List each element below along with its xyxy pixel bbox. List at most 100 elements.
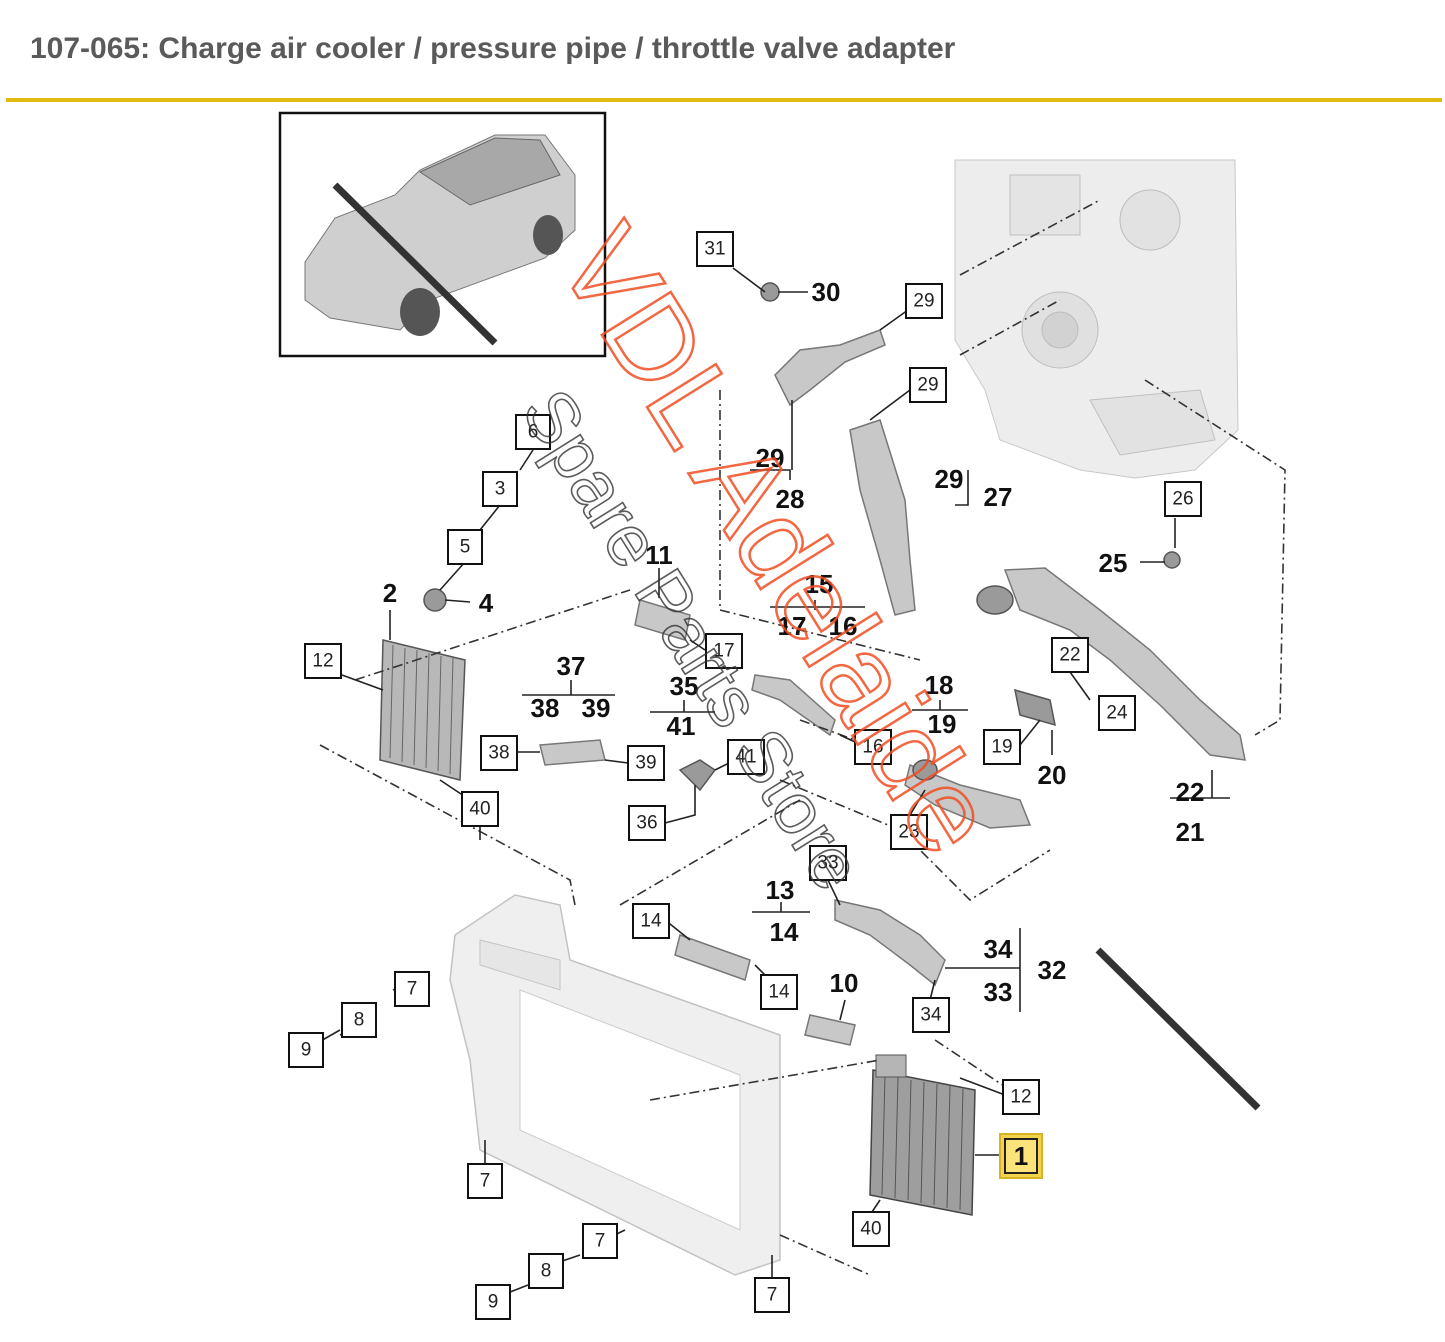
svg-text:7: 7	[767, 1285, 778, 1306]
svg-text:36: 36	[636, 813, 657, 834]
svg-text:41: 41	[667, 711, 696, 741]
svg-text:41: 41	[735, 747, 756, 768]
svg-text:30: 30	[812, 277, 841, 307]
callout-box: 7	[754, 1277, 790, 1313]
svg-text:33: 33	[984, 977, 1013, 1007]
svg-text:11: 11	[645, 540, 673, 570]
svg-text:1: 1	[1014, 1141, 1028, 1171]
callout-box-highlighted: 1	[999, 1133, 1043, 1179]
callout-box: 14	[760, 974, 798, 1010]
charge-air-cooler-upper	[379, 639, 466, 781]
engine-block-illustration	[954, 159, 1239, 479]
callout-box: 19	[983, 729, 1021, 765]
svg-text:25: 25	[1099, 548, 1128, 578]
svg-text:19: 19	[928, 709, 957, 739]
svg-text:32: 32	[1038, 955, 1067, 985]
callout-box: 6	[515, 414, 551, 450]
callout-box: 17	[705, 633, 743, 669]
svg-text:12: 12	[312, 651, 333, 672]
svg-text:10: 10	[830, 968, 859, 998]
svg-text:12: 12	[1010, 1087, 1031, 1108]
svg-text:19: 19	[991, 737, 1012, 758]
svg-text:4: 4	[479, 588, 494, 618]
svg-text:17: 17	[778, 611, 807, 641]
boxed-callouts: 31 29 29 6 3 5 12 17 38 39 41 36 40 14 1…	[288, 231, 1202, 1320]
svg-text:15: 15	[805, 569, 834, 599]
callout-box: 5	[447, 529, 483, 565]
callout-box: 3	[482, 471, 518, 507]
front-carrier-illustration	[449, 894, 781, 1276]
svg-text:26: 26	[1172, 489, 1193, 510]
svg-text:18: 18	[925, 670, 954, 700]
svg-text:38: 38	[531, 693, 560, 723]
callout-box: 40	[461, 791, 499, 827]
title-underline	[6, 98, 1442, 102]
svg-text:34: 34	[984, 934, 1013, 964]
svg-text:34: 34	[920, 1005, 942, 1026]
callout-box: 23	[890, 814, 928, 850]
svg-text:38: 38	[488, 743, 509, 764]
svg-text:8: 8	[354, 1010, 365, 1031]
svg-text:29: 29	[756, 443, 785, 473]
plain-callouts: 30 29 28 29 27 25 2 4 11 15 17 16 37 38 …	[383, 277, 1205, 1007]
svg-text:35: 35	[670, 671, 699, 701]
callout-box: 16	[854, 729, 892, 765]
svg-text:16: 16	[829, 611, 858, 641]
svg-text:37: 37	[557, 651, 586, 681]
diagram-canvas: 31 29 29 6 3 5 12 17 38 39 41 36 40 14 1…	[278, 111, 1286, 1320]
svg-text:7: 7	[595, 1231, 606, 1252]
callout-box: 36	[628, 805, 666, 841]
callout-box: 7	[394, 971, 430, 1007]
svg-text:40: 40	[469, 799, 490, 820]
svg-text:14: 14	[770, 917, 799, 947]
callout-box: 7	[582, 1223, 618, 1259]
svg-text:23: 23	[898, 822, 919, 843]
svg-text:9: 9	[301, 1040, 312, 1061]
page-title: 107-065: Charge air cooler / pressure pi…	[30, 32, 956, 65]
callout-box: 9	[288, 1032, 324, 1068]
callout-box: 24	[1098, 695, 1136, 731]
callout-box: 33	[809, 845, 847, 881]
svg-text:14: 14	[768, 982, 790, 1003]
svg-text:16: 16	[862, 737, 883, 758]
callout-box: 14	[632, 903, 670, 939]
svg-text:33: 33	[817, 853, 838, 874]
svg-text:7: 7	[480, 1171, 491, 1192]
svg-text:2: 2	[383, 578, 397, 608]
charge-air-cooler-lower	[869, 1054, 976, 1216]
callout-box: 29	[905, 283, 943, 319]
svg-text:29: 29	[935, 464, 964, 494]
callout-box: 29	[909, 367, 947, 403]
svg-text:22: 22	[1176, 777, 1205, 807]
callout-box: 8	[341, 1002, 377, 1038]
svg-text:28: 28	[776, 484, 805, 514]
svg-text:29: 29	[913, 291, 934, 312]
parts-diagram: 31 29 29 6 3 5 12 17 38 39 41 36 40 14 1…	[0, 102, 1445, 1337]
callout-box: 12	[304, 643, 342, 679]
svg-text:24: 24	[1106, 703, 1128, 724]
svg-text:8: 8	[541, 1261, 552, 1282]
svg-text:9: 9	[488, 1292, 499, 1313]
svg-text:6: 6	[528, 422, 539, 443]
grouping-lines	[319, 199, 1286, 1276]
svg-text:20: 20	[1038, 760, 1067, 790]
callout-box: 39	[627, 745, 665, 781]
pipe-and-hose-parts	[423, 282, 1246, 1046]
callout-box: 38	[480, 735, 518, 771]
svg-text:14: 14	[640, 911, 662, 932]
svg-text:27: 27	[984, 482, 1013, 512]
svg-text:5: 5	[460, 537, 471, 558]
callout-box: 7	[467, 1163, 503, 1199]
svg-text:17: 17	[713, 641, 734, 662]
callout-box: 40	[852, 1211, 890, 1247]
svg-text:13: 13	[766, 875, 795, 905]
callout-box: 31	[696, 231, 734, 267]
svg-text:22: 22	[1059, 645, 1080, 666]
page-header: 107-065: Charge air cooler / pressure pi…	[0, 0, 1445, 102]
callout-box: 9	[475, 1284, 511, 1320]
callout-box: 8	[528, 1253, 564, 1289]
svg-text:31: 31	[704, 239, 725, 260]
vehicle-thumbnail	[278, 111, 607, 358]
svg-text:39: 39	[635, 753, 656, 774]
watermark-slash	[1095, 947, 1261, 1111]
